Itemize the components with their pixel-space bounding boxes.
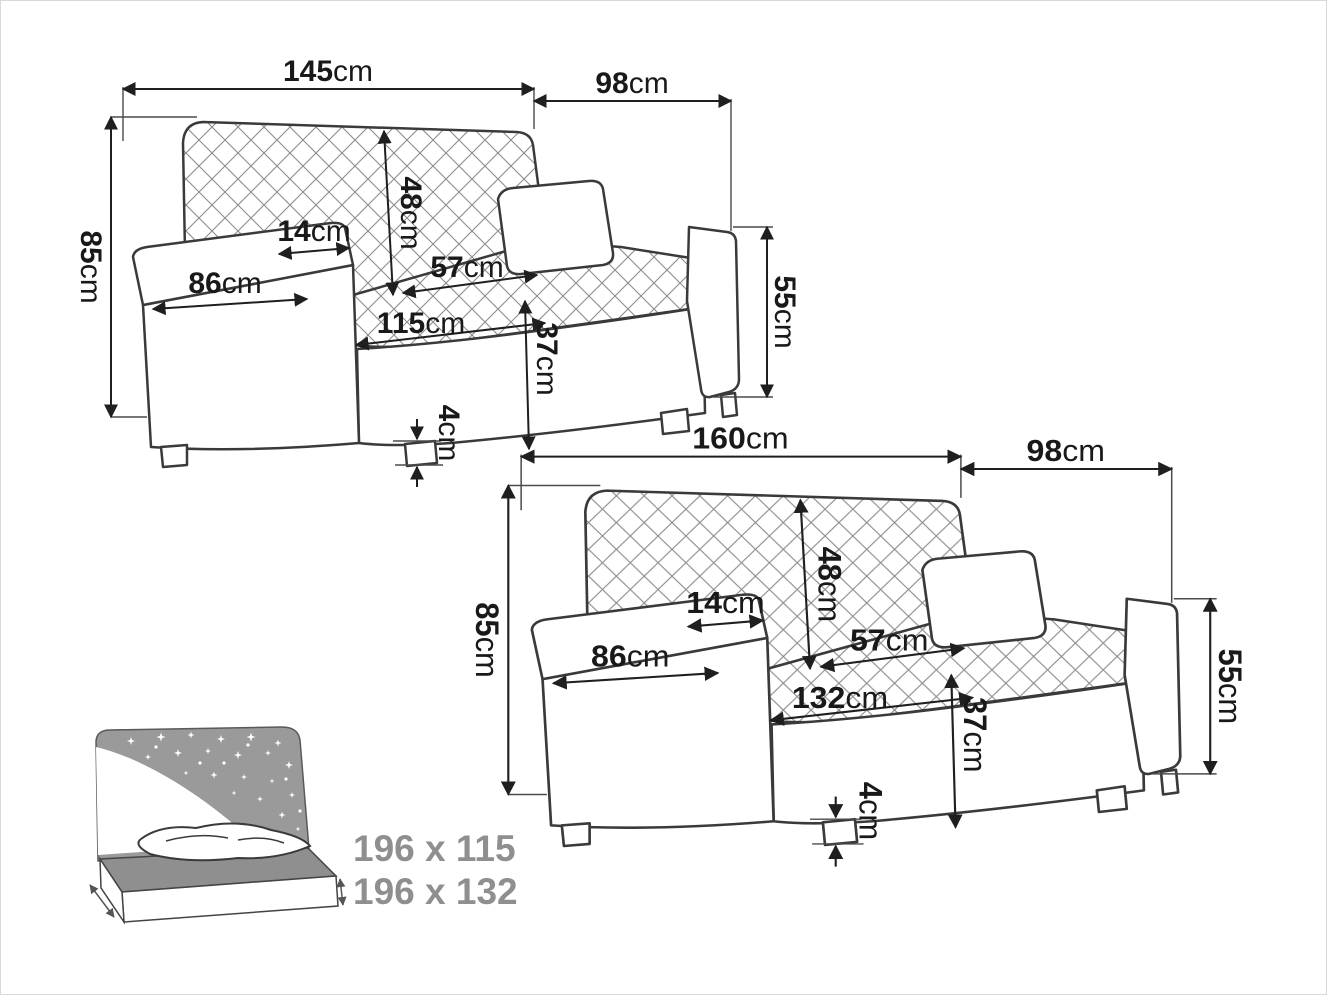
dim-line-seat-height [944,673,963,829]
sofa-leg [1159,768,1180,796]
dim-label-seat-height: 37cm [957,697,994,773]
sofa-leg [719,391,739,419]
sofa-leg [659,407,691,436]
dim-line-back-height [793,498,817,671]
dim-label-seat-height: 37cm [530,322,563,395]
sofa-leg [821,817,859,847]
pillow [496,179,615,276]
dim-line-armrest-depth [151,292,309,316]
dim-line-seat-width [354,317,547,351]
dim-label-armrest-depth: 86cm [188,267,261,300]
dim-label-depth: 98cm [1027,432,1106,467]
sofa-2: 160cm 98cm 85cm 55cm 48cm 14cm 86cm 57cm… [469,420,1248,867]
dim-line-seat-width [768,691,975,726]
dim-line-seat-height [518,299,536,451]
dim-label-armrest-width: 14cm [686,585,765,620]
dim-label-leg-height: 4cm [852,782,889,840]
dim-line-back-cushion [819,642,966,673]
dim-label-back-cushion: 57cm [430,251,503,284]
bed-depth-arrow [89,884,115,918]
dim-label-width: 145cm [283,55,373,88]
pillow [921,550,1047,649]
dim-label-back-height: 48cm [811,547,848,623]
bed-duvet-fold [165,834,285,844]
sofa-1: 145cm 98cm 85cm 55cm 48cm 14cm 86cm 57cm… [74,55,801,487]
dim-line-armrest-depth [551,666,720,690]
armrest-right [1123,597,1182,776]
dim-label-leg-height: 4cm [432,405,465,462]
dim-label-height: 85cm [74,230,107,303]
sofa-bed-icon [84,726,347,925]
bed-width-arrow [336,878,347,906]
dim-label-height: 85cm [469,602,506,678]
sofa-leg [560,822,591,848]
dim-line-back-cushion [401,269,539,299]
dim-label-arm-height: 55cm [1212,649,1249,725]
dim-label-seat-width: 115cm [377,307,465,340]
dim-label-back-cushion: 57cm [850,622,929,657]
dim-label-armrest-width: 14cm [277,215,350,248]
bed-size-1: 196 x 115 [353,828,516,869]
dim-label-arm-height: 55cm [768,275,801,348]
dim-label-armrest-depth: 86cm [591,638,670,673]
bed-size-2: 196 x 132 [353,871,518,912]
dim-label-back-height: 48cm [394,176,427,249]
headboard-stars [84,731,302,832]
bed-duvet [137,822,312,862]
sofa-leg [159,443,189,469]
dim-label-width: 160cm [692,420,788,455]
dim-line-armrest-width [686,614,765,633]
dim-label-seat-width: 132cm [792,680,888,715]
sofa-leg [1095,784,1129,814]
dim-line-back-height [377,129,400,297]
sofa-leg [403,439,439,468]
armrest-right [685,225,741,399]
dim-label-depth: 98cm [595,67,668,100]
dim-line-armrest-width [277,242,351,260]
